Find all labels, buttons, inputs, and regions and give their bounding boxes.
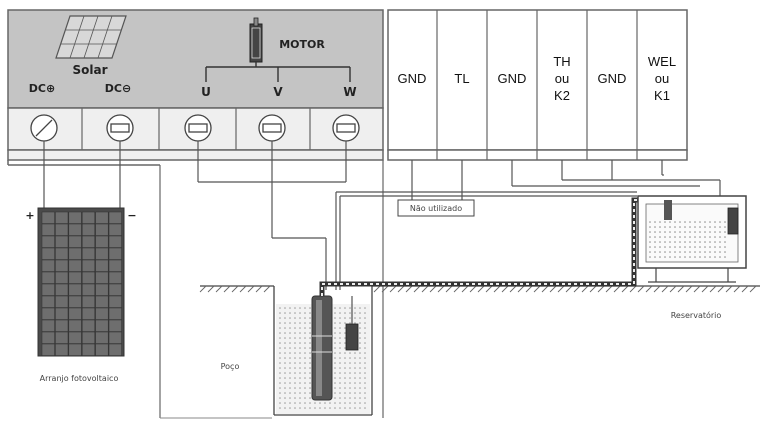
terminal-gnd-3: GND [598, 71, 627, 86]
motor-wiring [197, 141, 637, 290]
svg-text:K1: K1 [654, 88, 670, 103]
screw-v [258, 114, 286, 142]
svg-text:GND: GND [398, 71, 427, 86]
well-label: Poço [221, 362, 240, 371]
svg-text:TL: TL [454, 71, 469, 86]
svg-text:ou: ou [555, 71, 569, 86]
motor-icon [249, 17, 263, 63]
terminal-block [387, 9, 688, 161]
well-level-sensor-icon [345, 296, 359, 351]
dc-cables [43, 141, 121, 208]
svg-text:GND: GND [598, 71, 627, 86]
svg-text:ou: ou [655, 71, 669, 86]
terminal-th-k2: TH ou K2 [553, 54, 570, 103]
dc-minus-label: DC⊖ [105, 82, 131, 95]
motor-bracket [205, 62, 351, 82]
screw-dc-plus [30, 114, 58, 142]
svg-text:K2: K2 [554, 88, 570, 103]
ground-hatch [199, 285, 757, 293]
signal-wiring [411, 160, 721, 200]
solar-module-icon [55, 15, 127, 59]
dc-plus-label: DC⊕ [29, 82, 55, 95]
terminal-wel-k1: WEL ou K1 [648, 54, 676, 103]
motor-label: MOTOR [279, 38, 325, 51]
svg-text:Não utilizado: Não utilizado [410, 204, 462, 213]
panel-array-label: Arranjo fotovoltaico [40, 374, 119, 383]
reservoir-label: Reservatório [671, 310, 722, 320]
panel-plus-label: + [25, 209, 34, 222]
terminal-tl: TL [454, 71, 469, 86]
water-pipe [319, 197, 660, 296]
phase-v-label: V [273, 85, 283, 99]
reservoir-tank [637, 195, 747, 283]
terminal-gnd-2: GND [498, 71, 527, 86]
solar-panel-array [37, 207, 125, 357]
solar-label: Solar [72, 63, 107, 77]
terminal-gnd-1: GND [398, 71, 427, 86]
svg-text:TH: TH [553, 54, 570, 69]
screw-u [184, 114, 212, 142]
not-used-tag: Não utilizado [397, 199, 475, 217]
screw-dc-minus [106, 114, 134, 142]
panel-minus-label: − [127, 209, 136, 222]
svg-text:WEL: WEL [648, 54, 676, 69]
phase-u-label: U [201, 85, 211, 99]
svg-text:GND: GND [498, 71, 527, 86]
screw-w [332, 114, 360, 142]
submersible-pump-icon [311, 295, 333, 401]
phase-w-label: W [343, 85, 356, 99]
